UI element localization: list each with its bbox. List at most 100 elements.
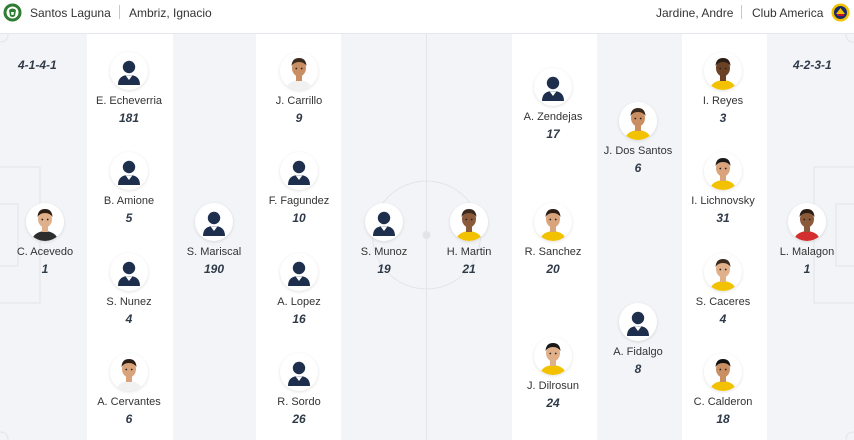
- player-number: 3: [719, 111, 727, 125]
- player-name: A. Zendejas: [523, 111, 583, 123]
- player-name: C. Calderon: [693, 396, 753, 408]
- player-avatar: [704, 152, 742, 190]
- player-number: 21: [462, 262, 476, 276]
- player-name: H. Martin: [446, 246, 492, 258]
- player-card[interactable]: H. Martin 21: [419, 203, 519, 276]
- player-number: 19: [377, 262, 391, 276]
- player-name: S. Caceres: [695, 296, 751, 308]
- player-card[interactable]: J. Dilrosun 24: [503, 337, 603, 410]
- player-number: 5: [125, 211, 133, 225]
- player-name: R. Sanchez: [524, 246, 582, 258]
- player-name: I. Lichnovsky: [691, 195, 755, 207]
- player-name: A. Fidalgo: [613, 346, 663, 358]
- player-card[interactable]: F. Fagundez 10: [249, 152, 349, 225]
- player-name: F. Fagundez: [268, 195, 330, 207]
- player-avatar: [704, 253, 742, 291]
- player-name: S. Munoz: [360, 246, 408, 258]
- lineup-header: Santos Laguna Ambriz, Ignacio Jardine, A…: [0, 0, 854, 26]
- player-card[interactable]: S. Mariscal 190: [164, 203, 264, 276]
- player-number: 20: [546, 262, 560, 276]
- player-avatar: [534, 203, 572, 241]
- player-number: 10: [292, 211, 306, 225]
- player-card[interactable]: A. Lopez 16: [249, 253, 349, 326]
- player-number: 4: [125, 312, 133, 326]
- pitch: 4-1-4-1 4-2-3-1 C. Acevedo 1 E. Echeverr…: [0, 33, 854, 440]
- header-separator: [119, 5, 120, 19]
- player-avatar: [110, 253, 148, 291]
- player-number: 1: [803, 262, 811, 276]
- player-avatar: [534, 337, 572, 375]
- player-number: 190: [203, 262, 225, 276]
- home-team-name[interactable]: Santos Laguna: [30, 6, 111, 20]
- player-avatar: [788, 203, 826, 241]
- player-number: 1: [41, 262, 49, 276]
- player-avatar: [26, 203, 64, 241]
- player-name: S. Mariscal: [186, 246, 242, 258]
- player-card[interactable]: A. Cervantes 6: [79, 353, 179, 426]
- player-card[interactable]: C. Acevedo 1: [0, 203, 95, 276]
- player-number: 26: [292, 412, 306, 426]
- player-card[interactable]: S. Nunez 4: [79, 253, 179, 326]
- player-number: 17: [546, 127, 560, 141]
- player-avatar: [704, 52, 742, 90]
- player-avatar: [365, 203, 403, 241]
- player-card[interactable]: R. Sanchez 20: [503, 203, 603, 276]
- player-card[interactable]: A. Zendejas 17: [503, 68, 603, 141]
- player-card[interactable]: J. Carrillo 9: [249, 52, 349, 125]
- player-card[interactable]: A. Fidalgo 8: [588, 303, 688, 376]
- player-number: 4: [719, 312, 727, 326]
- player-avatar: [280, 353, 318, 391]
- player-number: 181: [118, 111, 140, 125]
- santos-laguna-logo-icon[interactable]: [3, 3, 22, 22]
- player-name: J. Dos Santos: [603, 145, 673, 157]
- header-separator: [741, 5, 742, 19]
- player-avatar: [280, 152, 318, 190]
- player-number: 9: [295, 111, 303, 125]
- player-name: A. Cervantes: [97, 396, 161, 408]
- player-avatar: [195, 203, 233, 241]
- player-name: B. Amione: [103, 195, 155, 207]
- player-number: 8: [634, 362, 642, 376]
- player-avatar: [450, 203, 488, 241]
- away-coach-name[interactable]: Jardine, Andre: [656, 6, 734, 20]
- player-avatar: [619, 303, 657, 341]
- player-name: L. Malagon: [779, 246, 835, 258]
- home-formation: 4-1-4-1: [18, 58, 57, 72]
- player-name: I. Reyes: [702, 95, 744, 107]
- player-avatar: [534, 68, 572, 106]
- home-coach-name[interactable]: Ambriz, Ignacio: [129, 6, 212, 20]
- player-avatar: [280, 253, 318, 291]
- player-card[interactable]: S. Munoz 19: [334, 203, 434, 276]
- player-card[interactable]: R. Sordo 26: [249, 353, 349, 426]
- player-name: R. Sordo: [277, 396, 321, 408]
- player-name: A. Lopez: [277, 296, 321, 308]
- player-card[interactable]: I. Reyes 3: [673, 52, 773, 125]
- player-avatar: [619, 102, 657, 140]
- player-avatar: [110, 52, 148, 90]
- player-card[interactable]: L. Malagon 1: [757, 203, 854, 276]
- player-name: S. Nunez: [106, 296, 152, 308]
- player-avatar: [110, 152, 148, 190]
- club-america-logo-icon[interactable]: [831, 3, 850, 22]
- player-name: E. Echeverria: [95, 95, 163, 107]
- player-name: J. Carrillo: [275, 95, 323, 107]
- player-avatar: [704, 353, 742, 391]
- away-team-name[interactable]: Club America: [752, 6, 824, 20]
- player-card[interactable]: E. Echeverria 181: [79, 52, 179, 125]
- away-formation: 4-2-3-1: [793, 58, 832, 72]
- player-card[interactable]: B. Amione 5: [79, 152, 179, 225]
- player-avatar: [280, 52, 318, 90]
- player-card[interactable]: J. Dos Santos 6: [588, 102, 688, 175]
- player-name: C. Acevedo: [16, 246, 74, 258]
- player-card[interactable]: S. Caceres 4: [673, 253, 773, 326]
- player-card[interactable]: I. Lichnovsky 31: [673, 152, 773, 225]
- player-number: 24: [546, 396, 560, 410]
- player-card[interactable]: C. Calderon 18: [673, 353, 773, 426]
- player-number: 6: [125, 412, 133, 426]
- player-number: 6: [634, 161, 642, 175]
- player-avatar: [110, 353, 148, 391]
- player-number: 18: [716, 412, 730, 426]
- player-name: J. Dilrosun: [527, 380, 579, 392]
- player-number: 31: [716, 211, 730, 225]
- pitch-stripe: [597, 34, 682, 440]
